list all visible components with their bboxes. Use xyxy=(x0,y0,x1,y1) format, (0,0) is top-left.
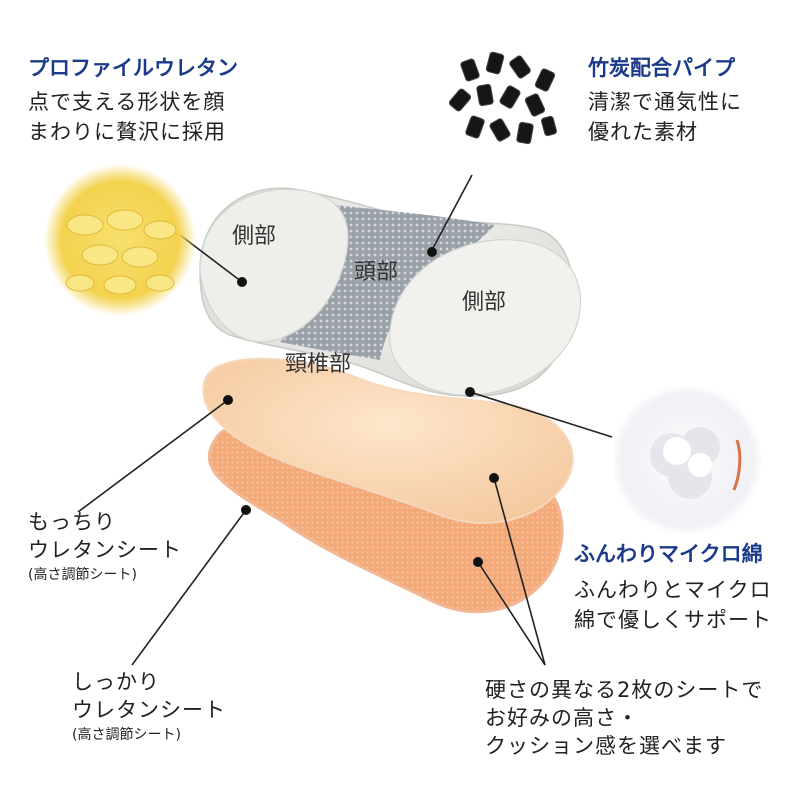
sheets-note-line-2: お好みの高さ・ xyxy=(485,706,639,730)
bamboo-pipe-desc-1: 清潔で通気性に xyxy=(588,90,742,114)
soft-sheet-note: (高さ調節シート) xyxy=(28,567,137,583)
profile-urethane-desc-2: まわりに贅沢に採用 xyxy=(28,120,226,144)
leader-dot xyxy=(427,247,437,257)
sheets-note-line-1: 硬さの異なる2枚のシートで xyxy=(485,678,764,702)
firm-sheet-line-1: しっかり xyxy=(72,670,160,694)
label-side-right: 側部 xyxy=(462,290,507,315)
profile-urethane-desc-1: 点で支える形状を顔 xyxy=(28,90,226,114)
pillow-left-bolster xyxy=(199,188,349,343)
label-side-left: 側部 xyxy=(232,224,277,249)
soft-sheet-line-1: もっちり xyxy=(28,510,116,534)
leader-soft-sheet xyxy=(77,399,229,513)
leader-sheets-a xyxy=(493,477,546,666)
bamboo-pipe-desc-2: 優れた素材 xyxy=(588,120,698,144)
leader-dot xyxy=(237,277,247,287)
pillow-mesh-center xyxy=(280,205,495,360)
micro-cotton-title: ふんわりマイクロ綿 xyxy=(574,542,763,566)
soft-urethane-sheet xyxy=(202,357,574,524)
micro-cotton-desc-1: ふんわりとマイクロ xyxy=(574,578,772,602)
leader-micro-cotton xyxy=(469,391,613,438)
soft-sheet-line-2: ウレタンシート xyxy=(28,538,182,562)
leader-sheets-b xyxy=(477,561,546,666)
leader-dot xyxy=(223,395,233,405)
leader-dot xyxy=(241,505,251,515)
label-head: 頭部 xyxy=(354,260,399,285)
leader-dot xyxy=(465,387,475,397)
micro-cotton-desc-2: 綿で優しくサポート xyxy=(574,608,772,632)
profile-urethane-title: プロファイルウレタン xyxy=(28,56,238,80)
firm-sheet-line-2: ウレタンシート xyxy=(72,698,226,722)
urethane-photo xyxy=(45,165,195,315)
pillow-right-bolster xyxy=(389,239,582,396)
leader-dot xyxy=(473,557,483,567)
label-neck: 頸椎部 xyxy=(285,352,352,377)
sheets-note-line-3: クッション感を選べます xyxy=(485,734,727,758)
leader-dot xyxy=(489,473,499,483)
firm-sheet-note: (高さ調節シート) xyxy=(72,727,181,743)
bamboo-pipe-title: 竹炭配合パイプ xyxy=(588,56,735,80)
bamboo-pipe-photo xyxy=(428,25,578,175)
leader-bamboo-pipe xyxy=(431,174,473,251)
micro-cotton-photo xyxy=(612,385,762,535)
leader-firm-sheet xyxy=(131,509,247,666)
